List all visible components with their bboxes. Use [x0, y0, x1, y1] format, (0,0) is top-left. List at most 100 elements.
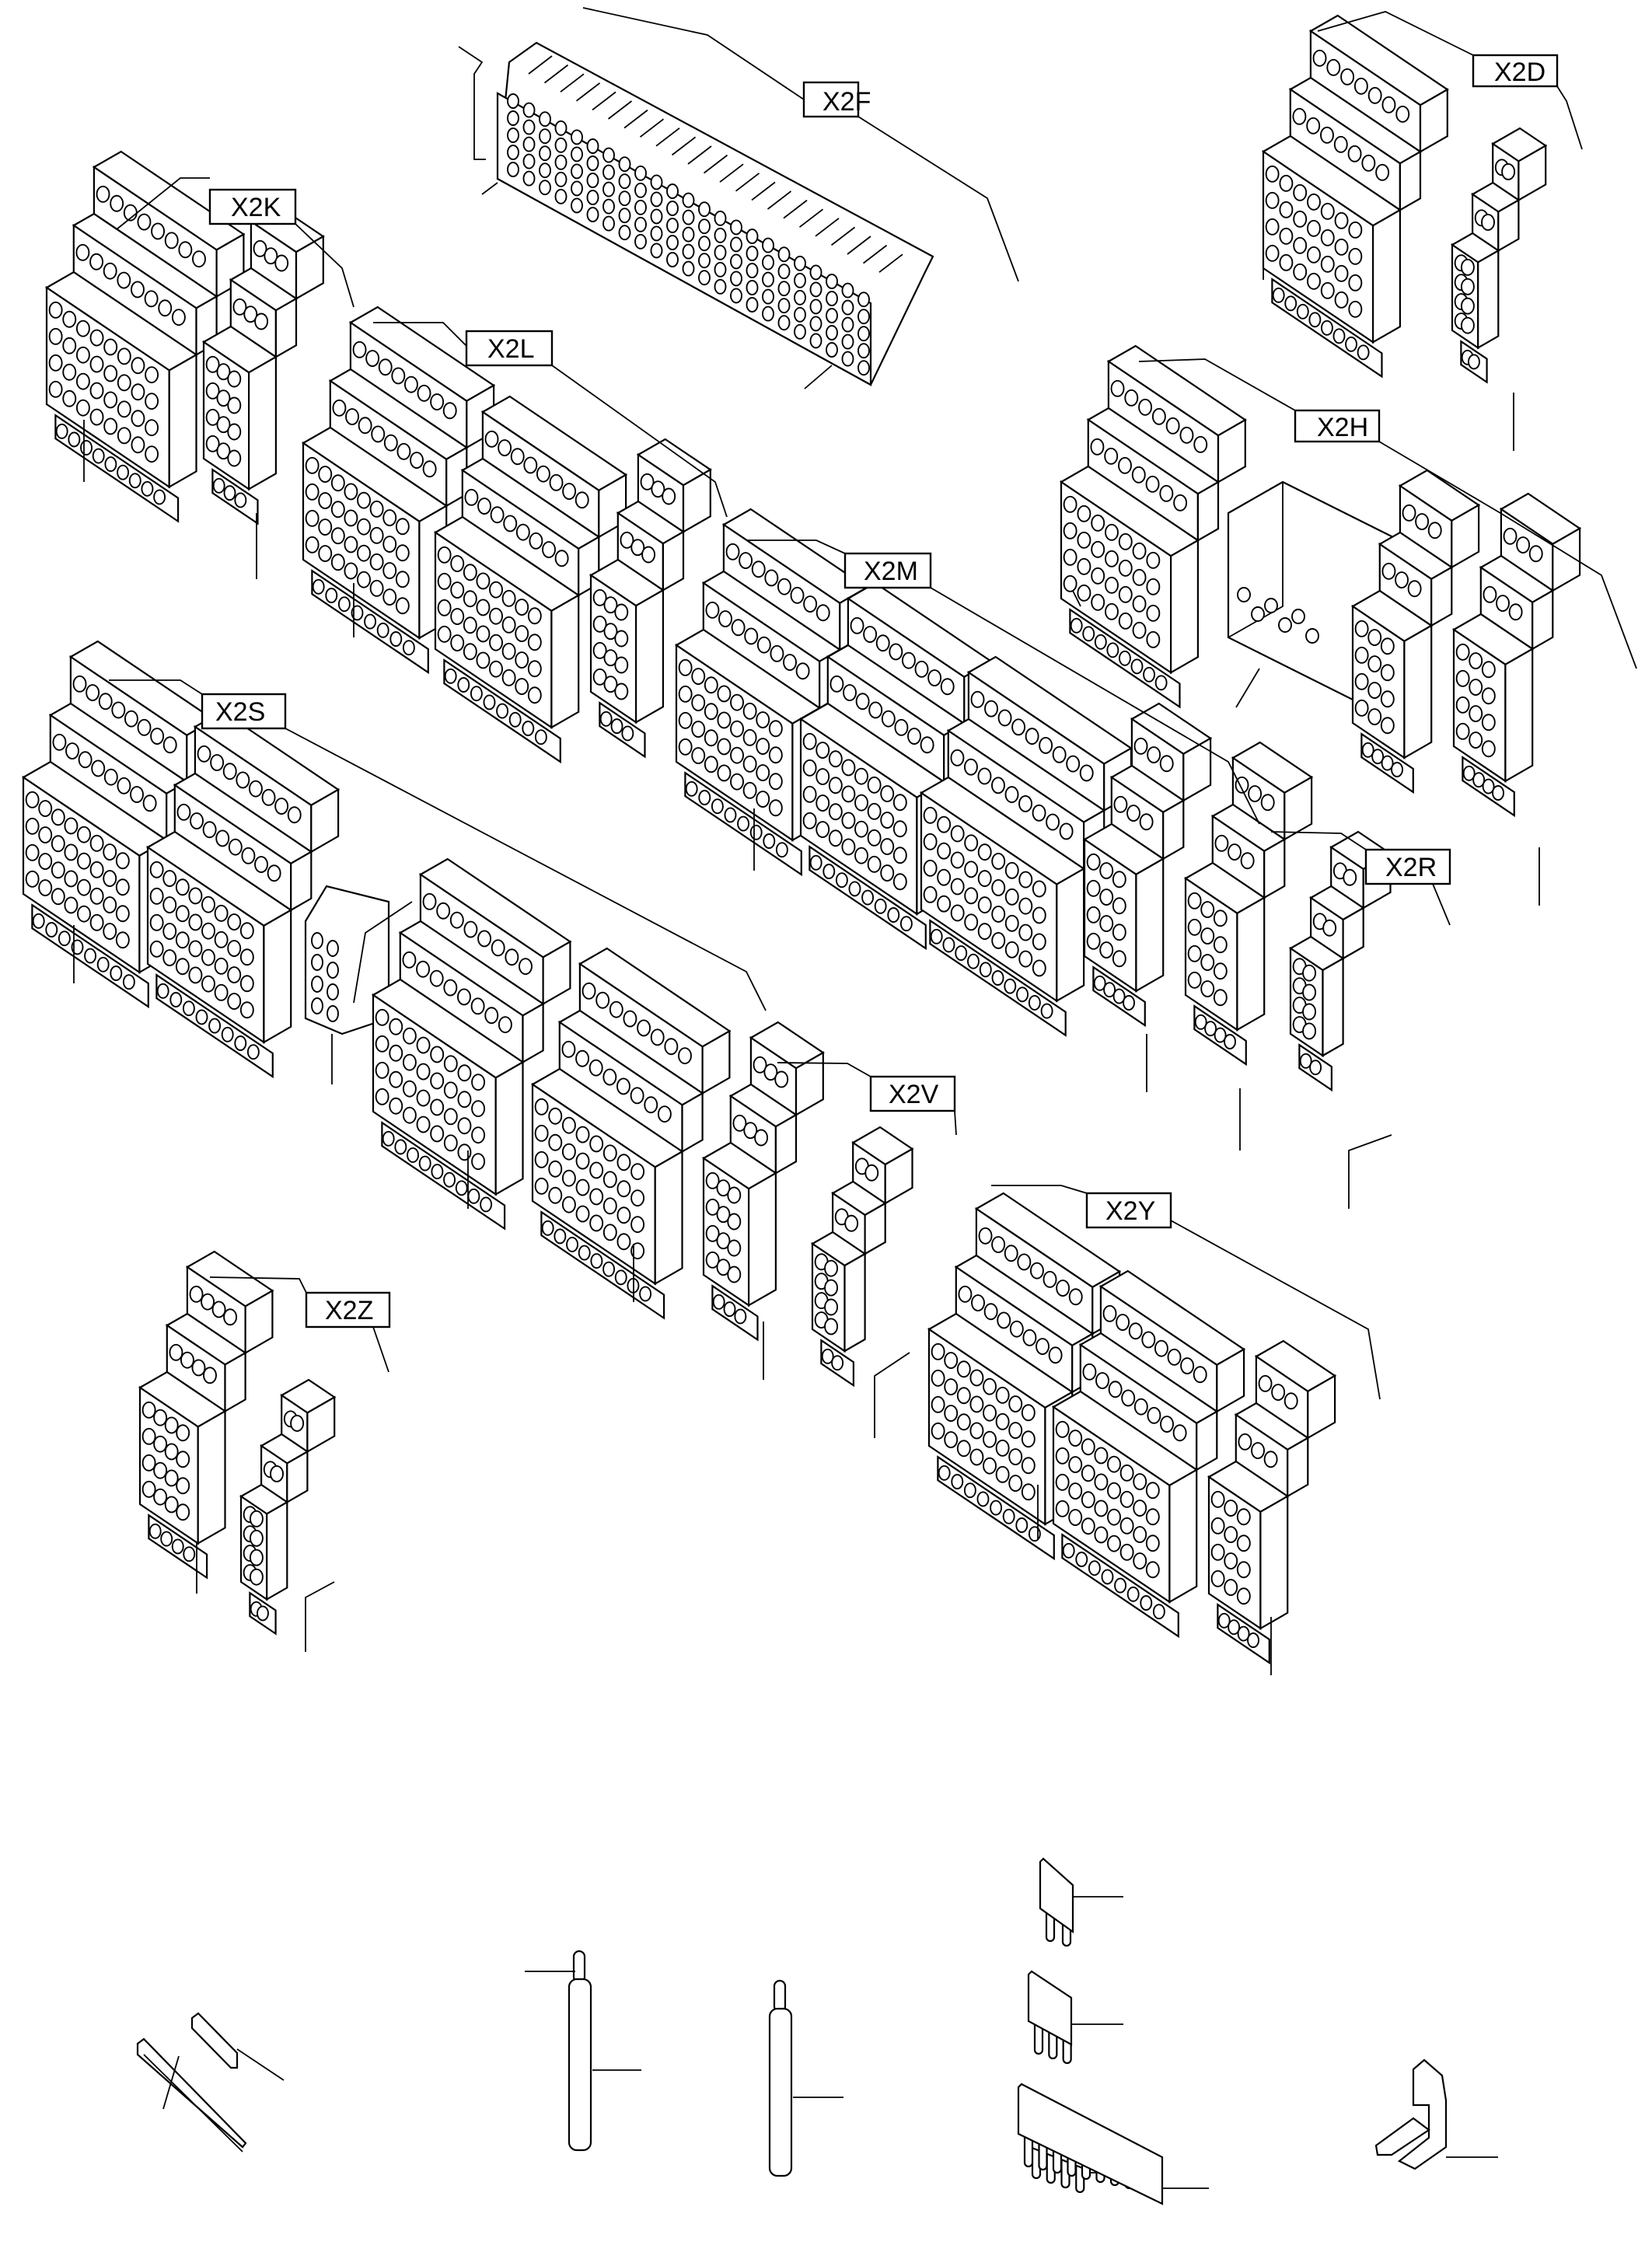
terminal-hole — [1032, 804, 1046, 822]
terminal-hole — [717, 738, 732, 756]
terminal-hole — [375, 1088, 389, 1105]
screw-hole — [1075, 1552, 1088, 1567]
terminal-hole — [144, 290, 159, 308]
terminal-hole — [214, 957, 229, 975]
screw-hole — [212, 477, 225, 494]
end-stop — [458, 46, 486, 160]
terminal-hole — [768, 799, 783, 817]
terminal-clamp — [522, 119, 536, 135]
terminal-hole — [630, 1163, 645, 1181]
terminal-hole — [149, 913, 164, 931]
label-x2f[interactable]: X2F — [802, 81, 871, 118]
terminal-hole — [1009, 1320, 1024, 1338]
terminal-hole — [678, 738, 693, 756]
terminal-hole — [841, 812, 856, 829]
screw-hole — [351, 605, 364, 621]
terminal-hole — [623, 1010, 637, 1028]
terminal-hole — [756, 764, 770, 781]
terminal-hole — [575, 1126, 590, 1143]
terminal-hole — [1279, 227, 1294, 245]
label-x2z[interactable]: X2Z — [305, 1291, 391, 1329]
terminal-hole — [515, 651, 529, 669]
terminal-hole — [1367, 708, 1382, 725]
screw-hole — [141, 480, 154, 497]
terminal-hole — [964, 913, 979, 931]
terminal-hole — [1320, 229, 1335, 246]
terminal-hole — [678, 1047, 692, 1065]
label-text: X2F — [823, 87, 871, 117]
terminal-hole — [1193, 435, 1208, 453]
terminal-hole — [253, 239, 267, 257]
leader-line — [874, 1352, 910, 1438]
terminal-hole — [795, 662, 810, 680]
terminal-hole — [630, 1242, 645, 1260]
terminal-hole — [554, 550, 569, 567]
label-x2v[interactable]: X2V — [869, 1075, 956, 1112]
terminal-hole — [1516, 536, 1531, 553]
leader-line — [236, 2048, 285, 2081]
terminal-hole — [162, 870, 177, 887]
terminal-hole — [1105, 550, 1119, 567]
terminal-hole — [1380, 664, 1395, 682]
tier-end — [1518, 144, 1547, 202]
screw-hole — [418, 1155, 431, 1171]
label-x2d[interactable]: X2D — [1472, 54, 1559, 88]
terminal-hole — [1133, 1398, 1148, 1416]
leader-line — [1138, 358, 1296, 411]
terminal-hole — [1236, 1508, 1251, 1526]
terminal-hole — [1348, 221, 1363, 239]
terminal-hole — [396, 442, 411, 460]
terminal-hole — [1039, 737, 1053, 754]
terminal-hole — [501, 642, 516, 660]
terminal-hole — [1133, 1526, 1147, 1543]
screw-hole — [234, 1035, 247, 1051]
terminal-clamp — [602, 198, 615, 215]
terminal-hole — [178, 241, 193, 259]
tier-end — [1399, 150, 1422, 212]
label-x2s[interactable]: X2S — [201, 693, 287, 730]
terminal-hole — [227, 449, 242, 467]
label-x2k[interactable]: X2K — [208, 188, 297, 225]
terminal-hole — [515, 523, 530, 541]
tier-end — [681, 1091, 704, 1154]
terminal-hole — [614, 683, 629, 700]
terminal-hole — [950, 904, 965, 922]
label-x2l[interactable]: X2L — [465, 330, 554, 367]
terminal-hole — [103, 768, 118, 786]
leader-line — [305, 1581, 335, 1652]
terminal-hole — [1265, 191, 1280, 209]
label-x2m[interactable]: X2M — [843, 552, 932, 589]
terminal-hole — [768, 720, 783, 738]
terminal-hole — [249, 1529, 264, 1547]
terminal-hole — [175, 878, 190, 896]
terminal-block-module — [1183, 741, 1314, 1067]
terminal-hole — [227, 966, 242, 983]
fuse-hole — [1251, 606, 1265, 622]
terminal-hole — [875, 634, 890, 652]
terminal-clamp — [602, 164, 615, 180]
terminal-hole — [205, 408, 220, 426]
screw-hole — [1126, 1586, 1140, 1602]
terminal-hole — [1348, 274, 1363, 292]
terminal-hole — [103, 896, 117, 913]
leader-line — [1072, 590, 1081, 607]
terminal-hole — [103, 365, 118, 382]
terminal-hole — [616, 1077, 630, 1095]
label-x2h[interactable]: X2H — [1294, 409, 1381, 443]
terminal-hole — [892, 847, 907, 864]
terminal-hole — [997, 1311, 1011, 1329]
terminal-hole — [705, 601, 720, 619]
label-x2y[interactable]: X2Y — [1085, 1192, 1172, 1229]
terminal-hole — [501, 669, 516, 686]
terminal-hole — [1081, 1491, 1095, 1509]
label-x2r[interactable]: X2R — [1364, 848, 1451, 885]
screw-hole — [861, 889, 875, 906]
screw-hole — [156, 983, 169, 999]
terminal-hole — [614, 603, 629, 621]
terminal-hole — [188, 966, 203, 984]
leader-line — [746, 539, 846, 554]
terminal-hole — [131, 357, 145, 375]
terminal-hole — [1334, 291, 1349, 309]
terminal-hole — [1455, 722, 1470, 740]
terminal-hole — [64, 896, 79, 914]
